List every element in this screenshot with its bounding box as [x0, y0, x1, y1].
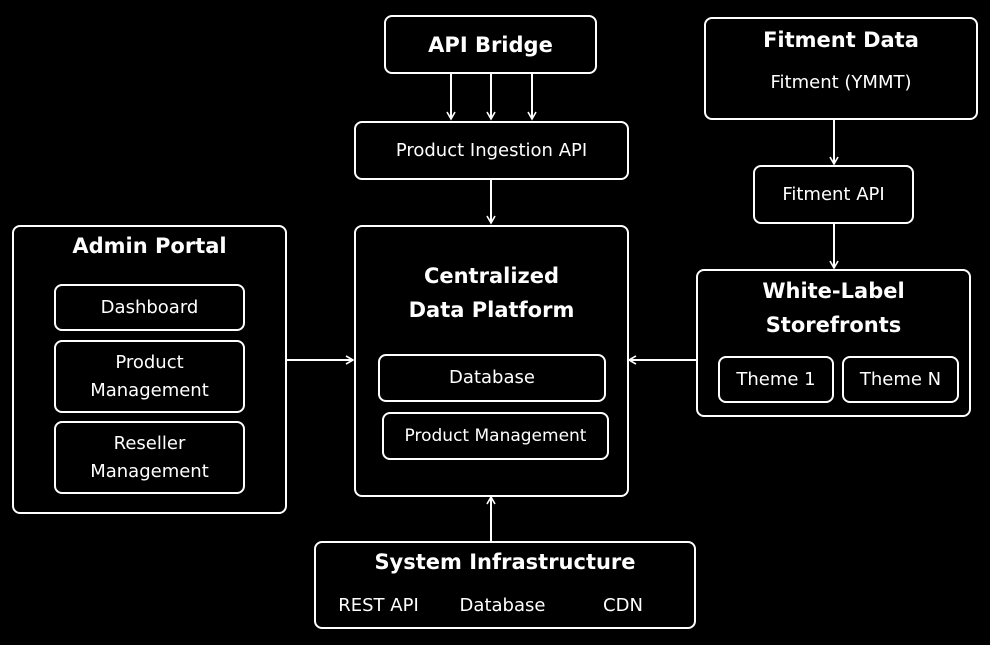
central-item-product-management: Product Management — [382, 412, 609, 460]
admin-item-product-management: Product Management — [54, 340, 245, 413]
product-ingestion-api-box: Product Ingestion API — [354, 121, 629, 180]
admin-item-product-management-label: Product Management — [90, 351, 209, 401]
admin-item-dashboard: Dashboard — [54, 284, 245, 331]
central-item-database: Database — [378, 354, 606, 402]
central-platform-title: Centralized Data Platform — [408, 264, 575, 322]
fitment-data-subtitle: Fitment (YMMT) — [770, 72, 912, 93]
theme-n-box: Theme N — [842, 356, 959, 403]
api-bridge-title: API Bridge — [428, 33, 553, 57]
storefronts-title: White-Label Storefronts — [762, 279, 905, 337]
admin-portal-title: Admin Portal — [72, 234, 227, 258]
admin-item-dashboard-label: Dashboard — [100, 296, 199, 318]
theme-1-box: Theme 1 — [718, 356, 834, 403]
api-bridge-box: API Bridge — [384, 15, 597, 74]
infrastructure-box: System Infrastructure REST API Database … — [314, 541, 696, 629]
fitment-api-box: Fitment API — [753, 165, 914, 224]
infrastructure-item-rest-api: REST API — [338, 595, 419, 616]
central-item-database-label: Database — [449, 367, 535, 388]
theme-n-label: Theme N — [859, 368, 942, 390]
product-ingestion-api-label: Product Ingestion API — [395, 139, 588, 161]
fitment-data-title: Fitment Data — [763, 28, 919, 52]
fitment-data-box: Fitment Data Fitment (YMMT) — [704, 17, 978, 120]
admin-item-reseller-management-label: Reseller Management — [90, 432, 209, 482]
central-platform-box: Centralized Data Platform Database Produ… — [354, 225, 629, 497]
fitment-api-label: Fitment API — [782, 183, 885, 205]
central-item-product-management-label: Product Management — [404, 426, 587, 446]
storefronts-box: White-Label Storefronts Theme 1 Theme N — [696, 269, 971, 417]
infrastructure-item-cdn: CDN — [603, 595, 643, 616]
admin-item-reseller-management: Reseller Management — [54, 421, 245, 494]
infrastructure-title: System Infrastructure — [374, 550, 636, 574]
admin-portal-box: Admin Portal Dashboard Product Managemen… — [12, 225, 287, 514]
infrastructure-item-database: Database — [459, 595, 546, 616]
theme-1-label: Theme 1 — [736, 368, 816, 390]
